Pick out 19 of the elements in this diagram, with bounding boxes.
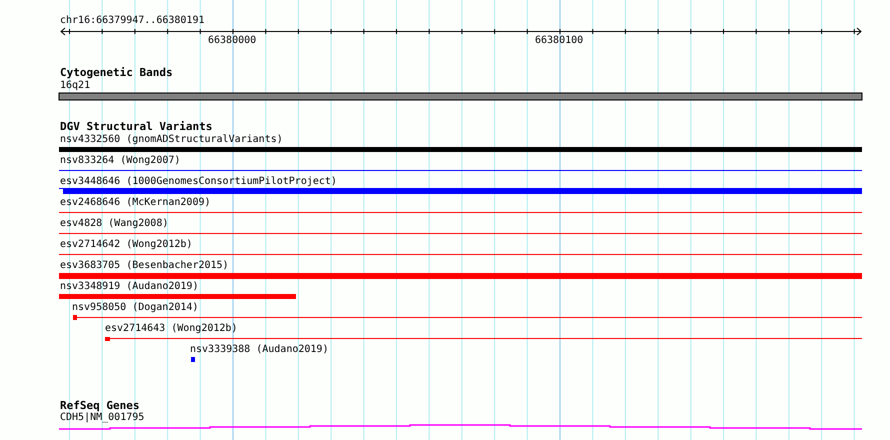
feature-label: nsv3339388 (Audano2019): [190, 344, 328, 356]
feature-label: nsv3348919 (Audano2019): [60, 281, 198, 293]
coordinate-label: 66380000: [208, 35, 256, 47]
feature-label: nsv4332560 (gnomADStructuralVariants): [60, 134, 283, 146]
track-title: DGV Structural Variants: [60, 121, 212, 133]
coordinate-label: 66380100: [535, 35, 584, 47]
feature-label: esv2468646 (McKernan2009): [60, 197, 211, 209]
feature-label: 16q21: [60, 80, 90, 92]
feature-label: nsv833264 (Wong2007): [60, 155, 180, 167]
feature-label: esv3683705 (Besenbacher2015): [60, 260, 229, 272]
track-title: Cytogenetic Bands: [60, 67, 173, 79]
track-title: RefSeq Genes: [60, 400, 140, 412]
feature-label: esv4828 (Wang2008): [60, 218, 168, 230]
feature-label: esv2714643 (Wong2012b): [105, 323, 238, 335]
feature-label: esv2714642 (Wong2012b): [60, 239, 192, 251]
feature-label: nsv958050 (Dogan2014): [72, 302, 198, 314]
feature-label: esv3448646 (1000GenomesConsortiumPilotProject): [60, 176, 337, 188]
feature-label: CDH5|NM_001795: [60, 412, 144, 424]
coordinate-range-label: chr16:66379947..66380191: [60, 15, 204, 27]
